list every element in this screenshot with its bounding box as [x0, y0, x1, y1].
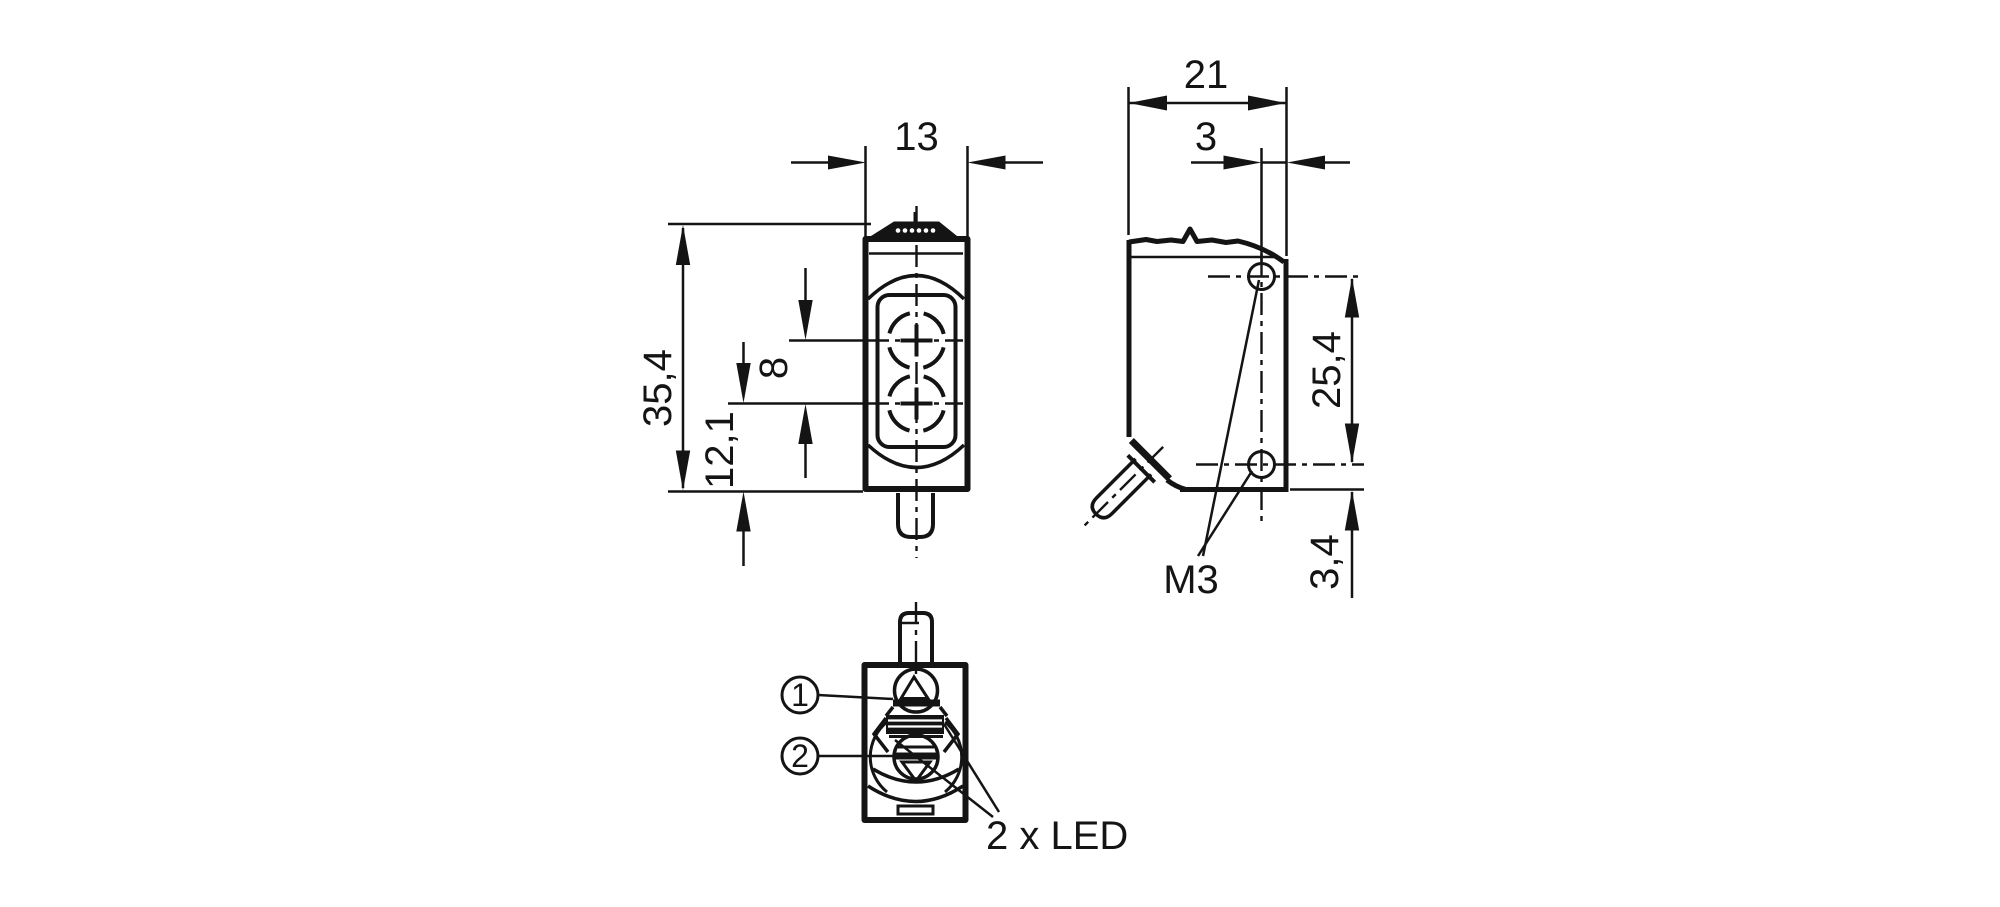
- side-dimensions: 21 3 25,4 3,4: [1127, 53, 1364, 598]
- front-dimensions: 13 35,4 8 12,1: [636, 115, 1043, 566]
- callout-1-circle: [780, 675, 820, 715]
- callout-2: 2: [791, 738, 809, 774]
- dim-hole-offset: 3: [1195, 115, 1217, 159]
- cable-axis-line: [1080, 446, 1164, 530]
- front-view: [862, 206, 971, 558]
- dim-hole-spacing: 25,4: [1305, 331, 1349, 409]
- dim-front-height: 35,4: [636, 349, 680, 427]
- bottom-arc-outer: [867, 784, 964, 804]
- callout-1: 1: [791, 677, 809, 713]
- dim-lens-to-bottom: 12,1: [698, 411, 742, 489]
- label-led: 2 x LED: [986, 814, 1128, 858]
- optic-separator: [886, 715, 944, 734]
- side-corner-join: [1165, 478, 1187, 492]
- m3-leader-top: [1201, 279, 1261, 557]
- receiver-triangle: [899, 760, 933, 784]
- callout-2-circle: [780, 736, 820, 776]
- dim-hole-to-bottom: 3,4: [1303, 534, 1347, 590]
- bottom-view: 1 2 2 x LED: [780, 602, 1128, 858]
- bottom-body-outline: [861, 662, 969, 823]
- side-cable-gland: [1080, 438, 1172, 530]
- front-cable-stub: [896, 493, 935, 539]
- mounting-hole-top: [1247, 262, 1276, 291]
- emitter-dome: [892, 667, 940, 714]
- bottom-arc-inner: [872, 767, 960, 784]
- mounting-hole-bottom: [1247, 450, 1276, 479]
- label-thread-m3: M3: [1163, 558, 1219, 602]
- front-adjuster-dots: [895, 228, 936, 233]
- dim-lens-spacing: 8: [752, 357, 796, 379]
- bottom-slot: [896, 804, 935, 816]
- front-adjuster: [871, 221, 957, 236]
- dim-side-depth: 21: [1184, 53, 1229, 97]
- dim-front-width: 13: [894, 115, 939, 159]
- left-wing: [871, 716, 890, 754]
- callout-1-leader: [817, 693, 894, 701]
- front-bottom-arc: [866, 443, 966, 470]
- side-top-edge: [1128, 226, 1286, 265]
- right-wing: [942, 716, 961, 754]
- emitter-triangle: [898, 674, 931, 700]
- side-view: M3: [1080, 226, 1364, 602]
- boss-arc-right: [944, 720, 964, 794]
